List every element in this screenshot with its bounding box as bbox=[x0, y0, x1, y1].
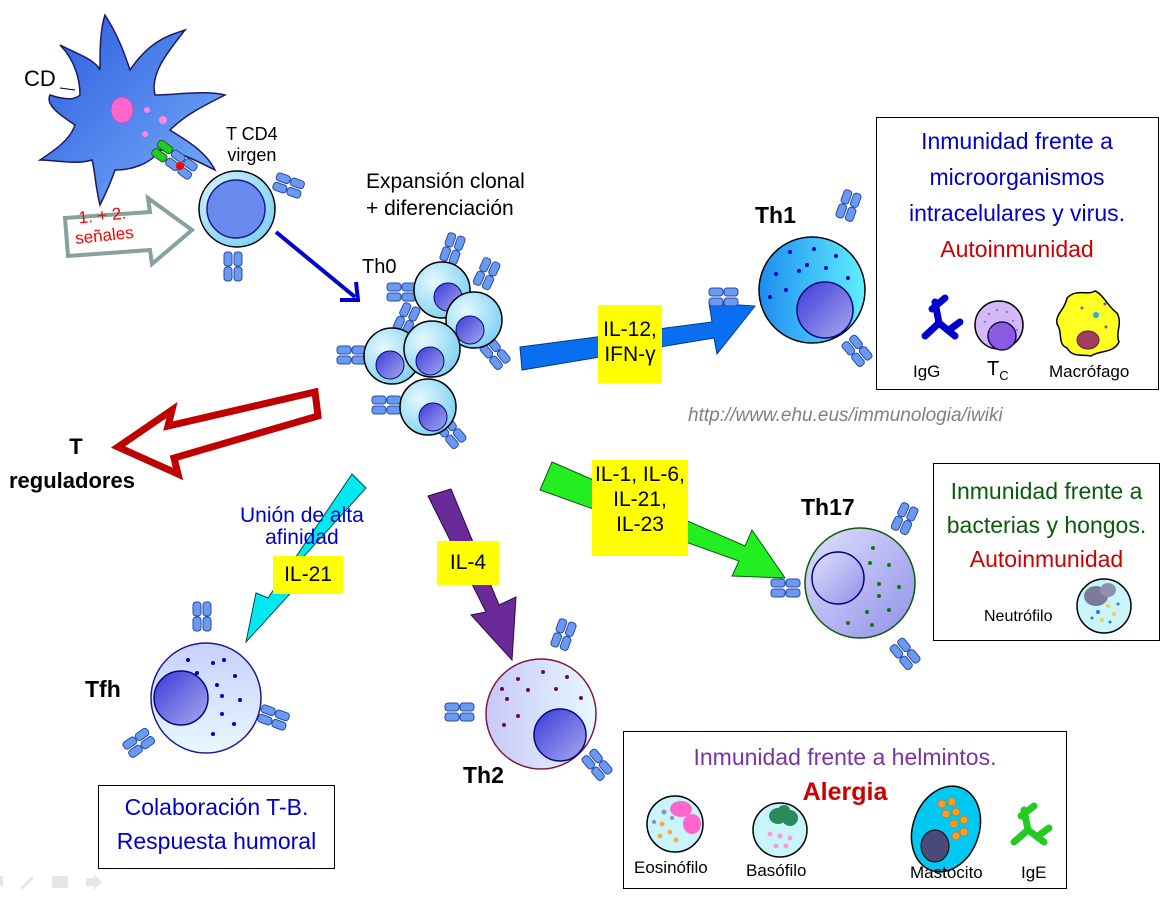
th1-cytokines: IL-12, IFN-γ bbox=[598, 305, 662, 383]
th17-autoimmunity: Autoinmunidad bbox=[969, 546, 1124, 572]
antibody-icon bbox=[921, 294, 964, 340]
macrophage-label: Macrófago bbox=[1049, 362, 1130, 381]
high-affinity-label: Unión de alta afinidad bbox=[240, 504, 364, 550]
signals-label: 1. + 2. señales bbox=[74, 203, 135, 248]
tfh-cytokines: IL-21 bbox=[273, 556, 343, 594]
th17-function-line1: Inmunidad frente a bbox=[950, 478, 1143, 504]
tfh-label: Tfh bbox=[85, 676, 121, 702]
treg-label-line1: T bbox=[69, 434, 83, 459]
treg-label-line2: reguladores bbox=[9, 468, 135, 493]
eosinophil-label: Eosinófilo bbox=[634, 858, 708, 877]
th1-function-line3: intracelulares y virus. bbox=[908, 200, 1126, 226]
source-url[interactable]: http://www.ehu.eus/immunologia/iwiki bbox=[688, 405, 1003, 426]
th2-allergy: Alergia bbox=[802, 778, 888, 806]
th17-label: Th17 bbox=[801, 494, 855, 520]
th2-function-box: Inmunidad frente a helmintos. Alergia Eo… bbox=[623, 731, 1067, 889]
th1-cell bbox=[708, 188, 874, 369]
eosinophil-icon bbox=[646, 795, 704, 853]
signals-arrow bbox=[62, 193, 196, 268]
th0-cluster bbox=[336, 231, 512, 451]
tc-label-sub: C bbox=[999, 368, 1009, 383]
igg-label: IgG bbox=[913, 362, 941, 381]
th17-cytokines: IL-1, IL-6, IL-21, IL-23 bbox=[592, 460, 688, 556]
th17-function-line2: bacterias y hongos. bbox=[946, 512, 1147, 538]
naive-t-cell bbox=[198, 170, 306, 282]
th1-function-line2: microorganismos bbox=[929, 164, 1105, 190]
naive-t-cell-label: T CD4 virgen bbox=[226, 124, 278, 165]
antigen-peptide bbox=[176, 162, 184, 170]
th17-function-box: Inmunidad frente a bacterias y hongos. A… bbox=[933, 463, 1160, 641]
th0-label: Th0 bbox=[362, 256, 397, 278]
slide-icon[interactable] bbox=[0, 876, 3, 886]
next-arrow-icon[interactable] bbox=[86, 874, 102, 890]
th1-label: Th1 bbox=[755, 202, 796, 228]
th1-function-box: Inmunidad frente a microorganismos intra… bbox=[876, 117, 1159, 390]
dendritic-cell bbox=[37, 13, 228, 208]
tfh-function-line2: Respuesta humoral bbox=[116, 828, 317, 854]
tfh-function-line1: Colaboración T-B. bbox=[124, 794, 309, 820]
mhc-tcr-complex bbox=[151, 139, 198, 180]
antibody-icon bbox=[1010, 802, 1053, 846]
th1-autoimmunity: Autoinmunidad bbox=[940, 236, 1094, 262]
th2-cell bbox=[444, 617, 614, 783]
th1-effector-icons bbox=[921, 290, 1121, 357]
neutrophil-label: Neutrófilo bbox=[984, 608, 1053, 625]
basophil-label: Basófilo bbox=[746, 861, 807, 880]
th2-label: Th2 bbox=[463, 762, 504, 788]
treg-arrow bbox=[110, 387, 322, 481]
mast-cell-label: Mastocito bbox=[910, 863, 983, 882]
dendritic-cell-label: CD bbox=[24, 66, 56, 91]
th2-cytokines: IL-4 bbox=[437, 541, 499, 585]
th2-function-line1: Inmunidad frente a helmintos. bbox=[693, 744, 997, 770]
tc-label-main: T bbox=[987, 358, 1000, 380]
neutrophil-icon bbox=[1076, 578, 1132, 634]
tfh-function-box: Colaboración T-B. Respuesta humoral bbox=[98, 785, 335, 869]
menu-icon[interactable] bbox=[52, 876, 68, 888]
macrophage-icon bbox=[1056, 290, 1121, 357]
mast-cell-icon bbox=[910, 785, 982, 873]
pen-icon[interactable] bbox=[20, 876, 34, 890]
th17-cell bbox=[770, 501, 922, 672]
tc-label: TC bbox=[987, 358, 1009, 384]
th2-effector-icons bbox=[646, 785, 1053, 873]
basophil-icon bbox=[752, 802, 808, 858]
expansion-label: Expansión clonal + diferenciación bbox=[366, 170, 525, 221]
tfh-cell bbox=[121, 601, 291, 760]
th1-function-line1: Inmunidad frente a bbox=[921, 128, 1113, 154]
slide-toolbar bbox=[0, 870, 110, 892]
naive-to-th0-arrow bbox=[274, 230, 361, 302]
cytotoxic-t-cell-icon bbox=[974, 300, 1024, 351]
tfh-arrow bbox=[245, 473, 367, 644]
ige-label: IgE bbox=[1021, 863, 1047, 882]
